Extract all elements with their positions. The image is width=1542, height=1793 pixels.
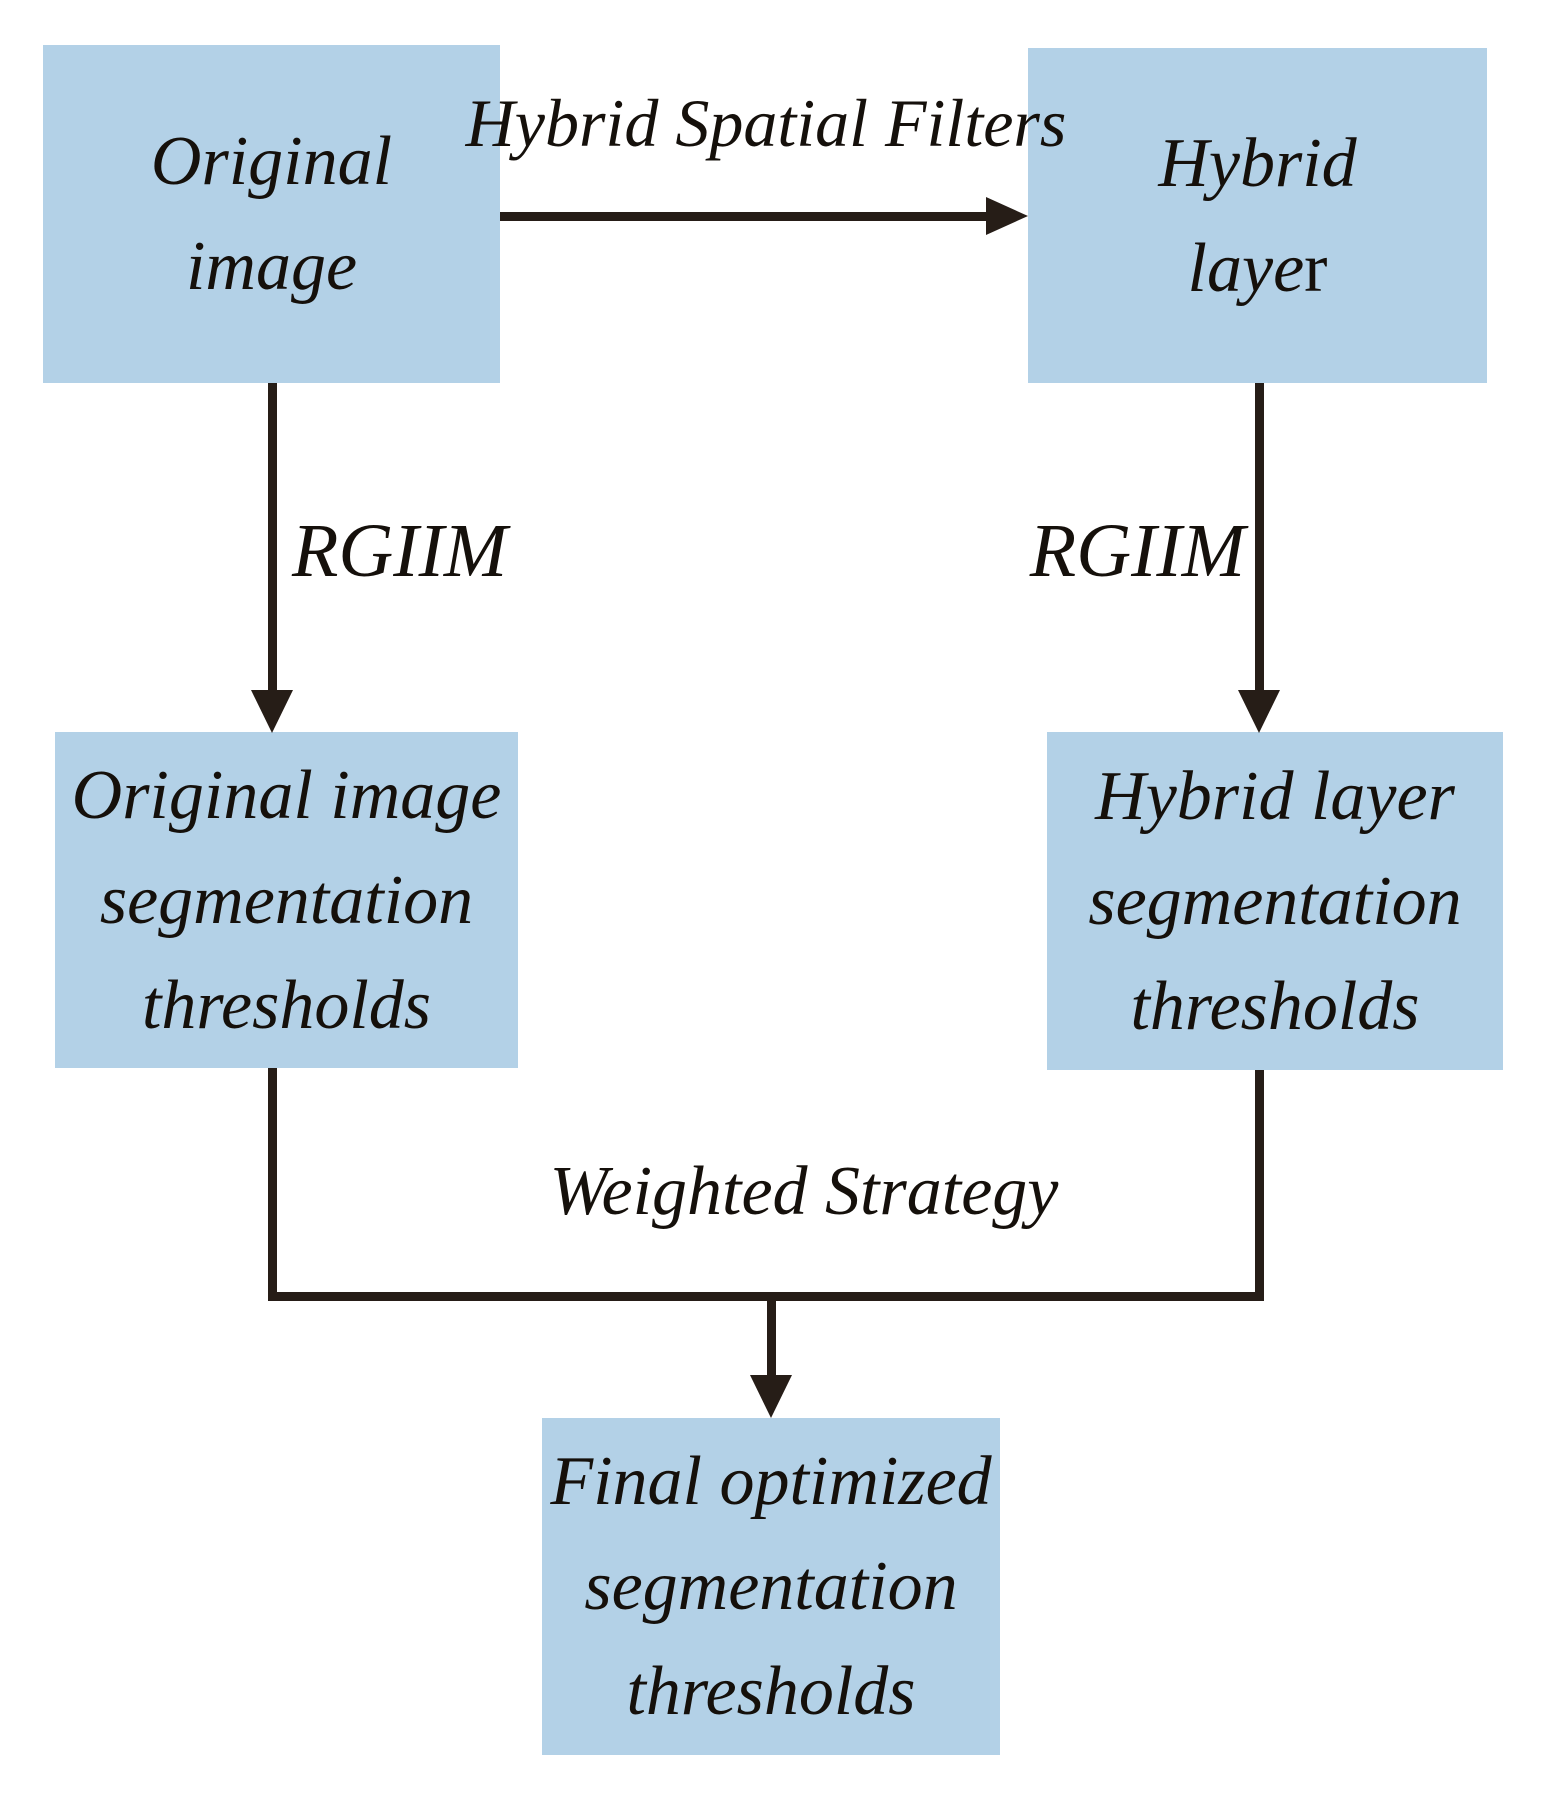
node-hybrid-thresholds-line3: thresholds: [1130, 967, 1420, 1045]
node-hybrid-thresholds-line2: segmentation: [1088, 862, 1462, 940]
node-hybrid-thresholds-line1: Hybrid layer: [1095, 757, 1455, 835]
edge-label-hybrid-spatial-filters: Hybrid Spatial Filters: [465, 85, 1067, 161]
arrow-down-icon-right: [1238, 690, 1280, 733]
node-original-image-line1: Original: [150, 123, 393, 200]
node-final-thresholds-line2: segmentation: [584, 1548, 958, 1625]
node-original-thresholds-line1: Original image: [71, 756, 502, 834]
node-hybrid-layer-line2: layer: [1188, 216, 1328, 321]
arrow-original-to-hybrid-shaft: [500, 212, 990, 221]
arrow-original-to-thresholds-shaft: [268, 383, 277, 692]
node-original-thresholds-line3: thresholds: [141, 966, 432, 1044]
edge-label-rgiim-left: RGIIM: [292, 509, 508, 593]
arrow-hybrid-to-thresholds-shaft: [1255, 383, 1264, 692]
node-hybrid-layer-line1: Hybrid: [1158, 124, 1357, 202]
connector-right-vertical-line: [1255, 1070, 1264, 1301]
node-original-image-line2: image: [185, 228, 358, 305]
node-hybrid-layer-segmentation-thresholds: Hybrid layer segmentation thresholds: [1047, 732, 1503, 1070]
node-hybrid-layer: Hybrid layer: [1028, 48, 1487, 383]
arrow-down-icon-center: [750, 1375, 792, 1418]
connector-left-vertical-line: [268, 1068, 277, 1301]
node-original-image-segmentation-thresholds: Original image segmentation thresholds: [55, 732, 518, 1068]
arrow-down-icon-left: [251, 690, 293, 733]
arrow-to-final-shaft: [767, 1301, 776, 1377]
node-hybrid-layer-line2-italic: laye: [1187, 229, 1305, 307]
edge-label-rgiim-right: RGIIM: [1029, 509, 1245, 593]
edge-label-weighted-strategy: Weighted Strategy: [549, 1153, 1059, 1230]
node-original-image: Original image: [43, 45, 500, 383]
node-original-thresholds-line2: segmentation: [99, 861, 474, 939]
arrow-right-icon: [986, 197, 1028, 235]
node-final-optimized-segmentation-thresholds: Final optimized segmentation thresholds: [542, 1418, 1000, 1755]
node-hybrid-layer-line2-roman: r: [1304, 229, 1328, 307]
connector-horizontal-line: [268, 1292, 1264, 1301]
node-final-thresholds-line1: Final optimized: [550, 1443, 992, 1520]
node-final-thresholds-line3: thresholds: [626, 1653, 916, 1730]
